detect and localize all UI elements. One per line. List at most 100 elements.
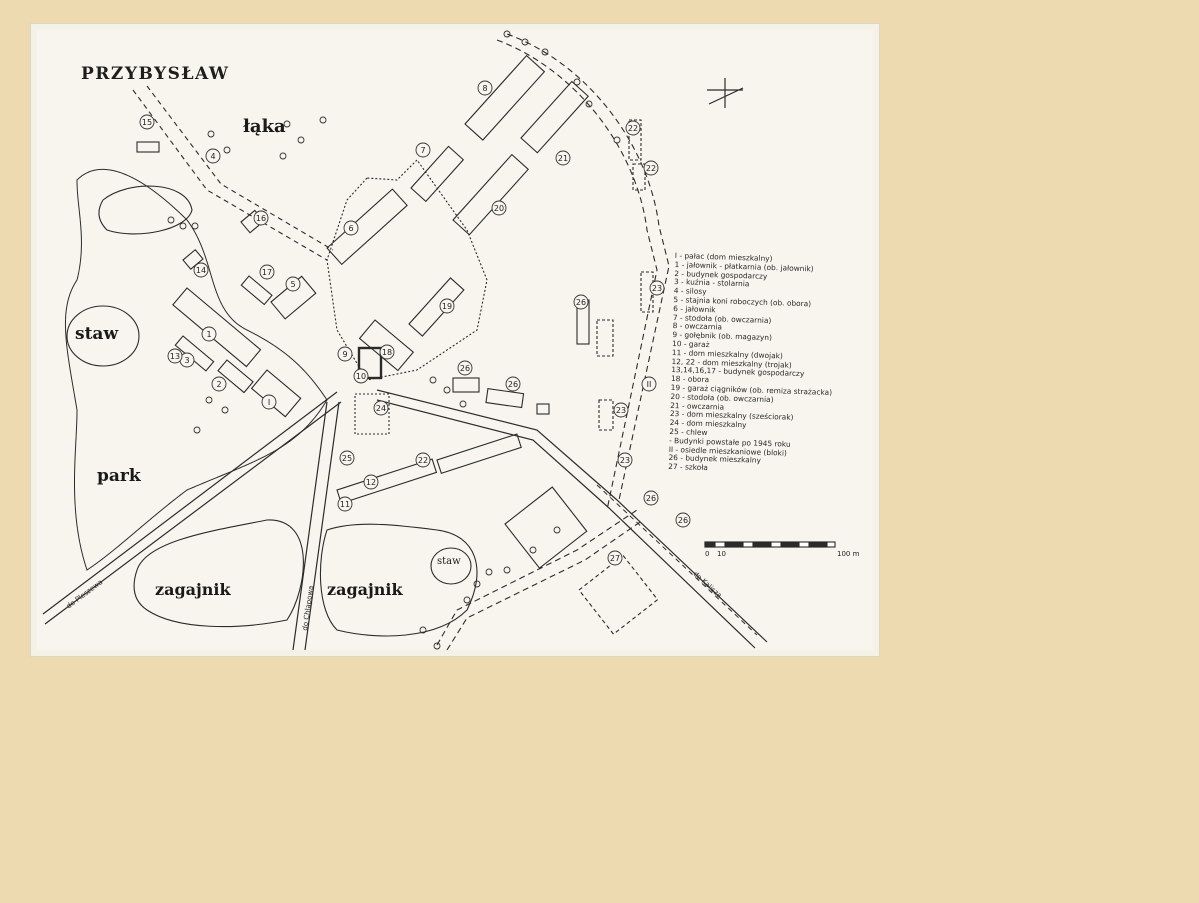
building-7	[410, 145, 465, 203]
scale-bar	[704, 541, 836, 548]
svg-text:17: 17	[262, 268, 272, 277]
building-25	[536, 403, 550, 415]
svg-text:II: II	[647, 380, 652, 389]
building-number-13: 13	[167, 348, 183, 364]
building-2	[217, 359, 254, 394]
north-arrow	[707, 78, 744, 108]
svg-text:10: 10	[356, 372, 366, 381]
label-park: park	[97, 466, 141, 486]
building-19	[408, 277, 465, 337]
building-number-4: 4	[205, 148, 221, 164]
building-number-markers: 1234567891011121314151617181920212222222…	[139, 80, 691, 566]
label-staw-small: staw	[437, 556, 461, 567]
label-laka: łąka	[243, 116, 286, 137]
building-number-26: 26	[457, 360, 473, 376]
road-to-kalisz-dash	[596, 484, 758, 636]
svg-text:27: 27	[610, 554, 620, 563]
building-number-5: 5	[285, 276, 301, 292]
svg-text:18: 18	[382, 348, 392, 357]
svg-text:26: 26	[576, 298, 586, 307]
lane-south-2	[446, 519, 644, 650]
svg-text:8: 8	[482, 84, 487, 93]
svg-text:20: 20	[494, 204, 504, 213]
site-plan-drawing: 1234567891011121314151617181920212222222…	[42, 30, 836, 650]
building-number-15: 15	[139, 114, 155, 130]
building-20	[452, 153, 530, 236]
zagajnik-right-outline	[319, 523, 478, 637]
building-22a	[628, 119, 642, 161]
svg-text:2: 2	[216, 380, 221, 389]
map-legend: I - pałac (dom mieszkalny)1 - jałownik -…	[668, 251, 885, 478]
building-number-24: 24	[373, 400, 389, 416]
zagajnik-left-outline	[133, 519, 304, 628]
map-title: PRZYBYSŁAW	[81, 64, 230, 84]
building-number-22: 22	[415, 452, 431, 468]
svg-text:13: 13	[170, 352, 180, 361]
svg-text:24: 24	[376, 404, 386, 413]
svg-text:I: I	[268, 398, 270, 407]
svg-text:11: 11	[340, 500, 350, 509]
building-number-11: 11	[337, 496, 353, 512]
building-23b	[598, 399, 614, 431]
building-17	[240, 275, 273, 306]
building-number-12: 12	[363, 474, 379, 490]
building-number-II: II	[641, 376, 657, 392]
park-outline	[64, 168, 328, 571]
svg-text:14: 14	[196, 266, 206, 275]
building-22b	[632, 163, 646, 191]
building-9-10	[357, 346, 383, 380]
svg-text:26: 26	[460, 364, 470, 373]
road-to-chlapowo-edge	[304, 401, 340, 650]
road-to-kalisz	[376, 389, 768, 643]
building-number-19: 19	[439, 298, 455, 314]
building-26a	[452, 377, 480, 393]
svg-text:3: 3	[184, 356, 189, 365]
staw-pond-small	[430, 547, 472, 585]
building-15	[136, 141, 160, 153]
building-24-tri	[354, 393, 390, 435]
building-22-row	[436, 433, 522, 475]
svg-text:1: 1	[206, 330, 211, 339]
lane-north	[496, 39, 658, 511]
building-number-23: 23	[617, 452, 633, 468]
building-number-20: 20	[491, 200, 507, 216]
building-number-1: 1	[201, 326, 217, 342]
building-number-26: 26	[675, 512, 691, 528]
building-number-25: 25	[339, 450, 355, 466]
svg-text:22: 22	[628, 124, 638, 133]
svg-text:16: 16	[256, 214, 266, 223]
building-number-23: 23	[613, 402, 629, 418]
svg-text:4: 4	[210, 152, 215, 161]
building-number-10: 10	[353, 368, 369, 384]
building-number-6: 6	[343, 220, 359, 236]
building-number-7: 7	[415, 142, 431, 158]
building-number-22: 22	[625, 120, 641, 136]
svg-text:26: 26	[646, 494, 656, 503]
svg-text:26: 26	[508, 380, 518, 389]
lane-south	[436, 509, 638, 646]
building-number-23: 23	[649, 280, 665, 296]
building-23a	[596, 319, 614, 357]
svg-text:9: 9	[342, 350, 347, 359]
building-18	[358, 319, 415, 372]
svg-text:25: 25	[342, 454, 352, 463]
building-number-26: 26	[573, 294, 589, 310]
building-8	[464, 54, 546, 141]
staw-pond-left	[66, 305, 140, 367]
road-to-pleszew	[42, 391, 338, 615]
lane-park	[132, 89, 328, 261]
svg-text:22: 22	[418, 456, 428, 465]
building-number-I: I	[261, 394, 277, 410]
label-zagajnik-left: zagajnik	[155, 580, 231, 599]
building-number-21: 21	[555, 150, 571, 166]
svg-text:19: 19	[442, 302, 452, 311]
road-to-chlapowo	[292, 401, 328, 650]
building-5	[270, 275, 317, 320]
building-number-26: 26	[505, 376, 521, 392]
svg-text:23: 23	[620, 456, 630, 465]
svg-text:23: 23	[652, 284, 662, 293]
building-number-27: 27	[607, 550, 623, 566]
svg-text:26: 26	[678, 516, 688, 525]
road-to-pleszew-edge	[44, 401, 342, 625]
